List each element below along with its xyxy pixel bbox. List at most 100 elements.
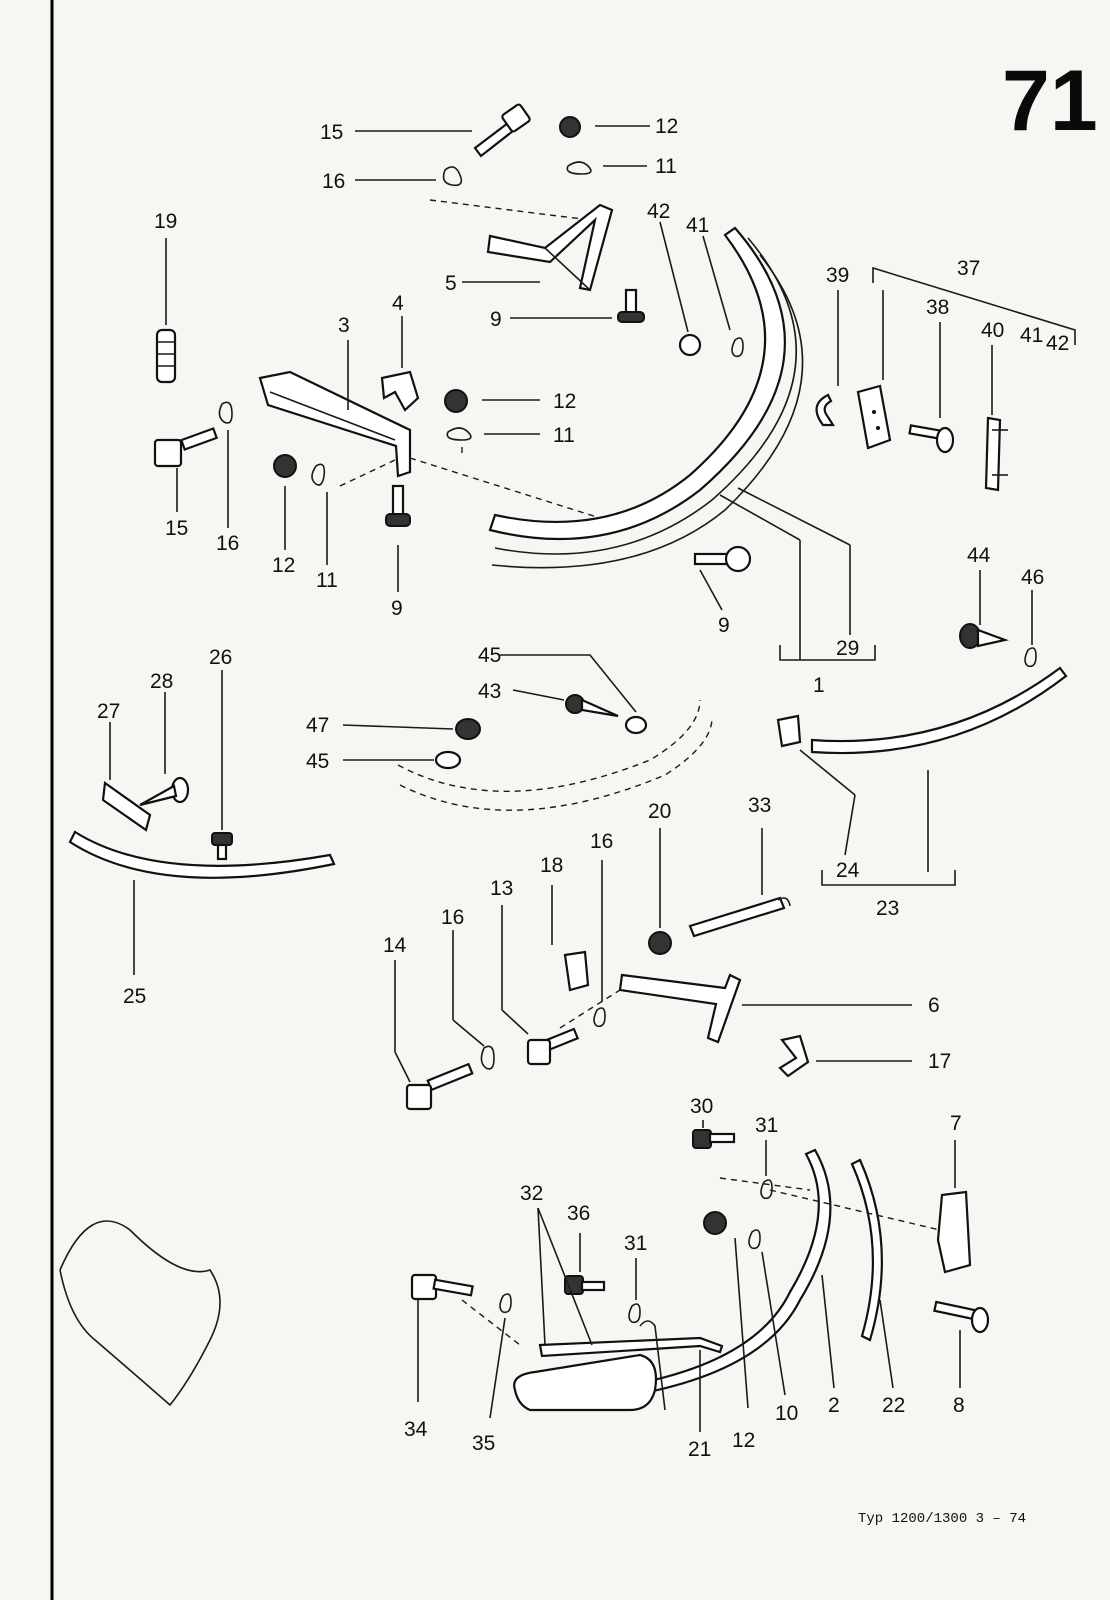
bracket-37 — [872, 266, 1076, 345]
washer-11-mid — [446, 427, 472, 441]
callout-10: 10 — [775, 1402, 798, 1425]
callout-11-mid: 11 — [553, 424, 575, 447]
callout-27: 27 — [97, 700, 120, 723]
callout-5: 5 — [445, 272, 457, 295]
callout-15-left: 15 — [165, 517, 188, 540]
guard-7 — [936, 1190, 972, 1274]
callout-45-b: 45 — [306, 750, 329, 773]
callout-19: 19 — [154, 210, 177, 233]
callout-39: 39 — [826, 264, 849, 287]
nut-12-top — [559, 116, 581, 138]
washer-41 — [731, 337, 744, 358]
clip-31-lower — [628, 1303, 641, 1324]
callout-9-fender: 9 — [718, 614, 730, 637]
callout-47: 47 — [306, 714, 329, 737]
callout-28: 28 — [150, 670, 173, 693]
washer-16-right — [593, 1007, 606, 1028]
callout-12-bottom: 12 — [732, 1429, 755, 1452]
screw-44 — [959, 623, 1009, 649]
bolt-13 — [526, 1027, 580, 1066]
callout-24: 24 — [836, 859, 860, 882]
callout-11-top: 11 — [655, 155, 677, 178]
nut-42 — [678, 333, 702, 357]
nut-47 — [455, 718, 481, 740]
moulding-23 — [776, 666, 1068, 755]
callout-7: 7 — [950, 1112, 962, 1135]
callout-9-upper: 9 — [490, 308, 502, 331]
callout-32: 32 — [520, 1182, 543, 1205]
callout-15-top: 15 — [320, 121, 343, 144]
callout-40: 40 — [981, 319, 1004, 342]
callout-37: 37 — [957, 257, 980, 280]
callout-30: 30 — [690, 1095, 713, 1118]
clip-27 — [101, 781, 152, 832]
callout-12-mid: 12 — [553, 390, 576, 413]
nut-12-mid — [444, 389, 468, 413]
clip-18 — [563, 950, 590, 992]
callout-16-left: 16 — [216, 532, 239, 555]
callout-4: 4 — [392, 292, 404, 315]
rod-33 — [688, 896, 791, 938]
bolt-9-fender — [693, 545, 752, 573]
callout-25: 25 — [123, 985, 146, 1008]
washer-11-top — [566, 161, 592, 175]
callout-6: 6 — [928, 994, 940, 1017]
callout-20: 20 — [648, 800, 671, 823]
grommet-20 — [648, 931, 672, 955]
screw-43 — [565, 694, 619, 718]
bolt-14 — [405, 1062, 474, 1111]
callout-1: 1 — [813, 674, 825, 697]
callout-14: 14 — [383, 934, 407, 957]
bolt-34 — [410, 1273, 474, 1301]
nut-12-bottom — [703, 1211, 727, 1235]
bracket-3 — [258, 370, 412, 478]
callout-33: 33 — [748, 794, 771, 817]
bolt-8 — [933, 1300, 990, 1334]
fender-1 — [488, 226, 804, 569]
clip-26 — [211, 832, 233, 861]
callout-16-right: 16 — [590, 830, 613, 853]
bolt-15-left — [153, 427, 219, 468]
screw-28 — [139, 776, 190, 807]
bracket-23 — [821, 870, 956, 886]
callout-44: 44 — [967, 544, 991, 567]
callout-41-group: 41 — [1020, 324, 1043, 347]
callout-31-lower: 31 — [624, 1232, 647, 1255]
callout-35: 35 — [472, 1432, 495, 1455]
callout-12-left: 12 — [272, 554, 295, 577]
guide-37-part — [856, 384, 892, 450]
washer-16-mid — [480, 1045, 495, 1070]
callout-36: 36 — [567, 1202, 590, 1225]
footer-type-label: Typ 1200/1300 3 – 74 — [858, 1511, 1026, 1527]
moulding-25 — [68, 830, 336, 879]
bracket-5 — [486, 203, 614, 292]
clip-10 — [748, 1229, 761, 1250]
washer-45-b — [434, 750, 462, 770]
clip-35 — [499, 1293, 512, 1314]
callout-11-left: 11 — [316, 569, 338, 592]
nut-12-left — [273, 454, 297, 478]
screw-38 — [908, 424, 955, 454]
callout-34: 34 — [404, 1418, 428, 1441]
washer-16-left — [218, 401, 233, 424]
callout-2: 2 — [828, 1394, 840, 1417]
callout-41: 41 — [686, 214, 709, 237]
callout-22: 22 — [882, 1394, 905, 1417]
overrider-21 — [513, 1320, 724, 1412]
clip-39 — [815, 393, 835, 427]
callout-42-group: 42 — [1046, 332, 1069, 355]
clip-17 — [778, 1034, 810, 1078]
strip-22 — [850, 1158, 883, 1342]
callout-31-upper: 31 — [755, 1114, 778, 1137]
callout-46: 46 — [1021, 566, 1044, 589]
scan-smudge — [59, 1220, 221, 1407]
cap-40 — [984, 416, 1008, 492]
bolt-9-mid — [385, 484, 411, 527]
callout-16-top: 16 — [322, 170, 345, 193]
page-number: 71 — [1002, 53, 1098, 149]
bolt-30 — [692, 1129, 736, 1149]
clip-4 — [380, 370, 420, 412]
callout-18: 18 — [540, 854, 563, 877]
callout-29: 29 — [836, 637, 859, 660]
